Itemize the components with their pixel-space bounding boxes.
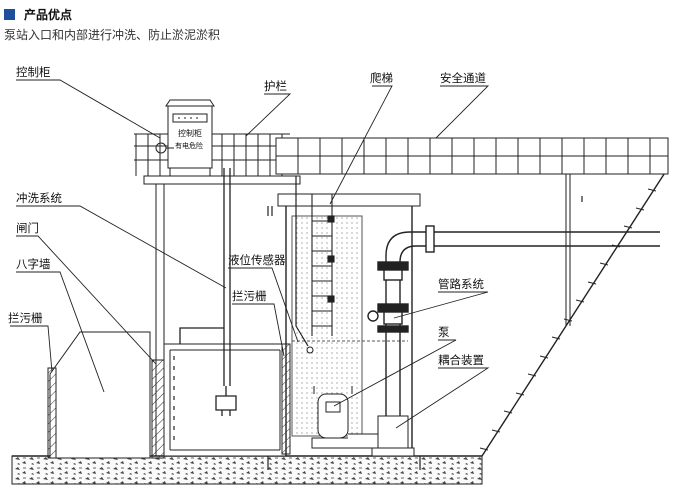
header-square-icon xyxy=(4,8,15,20)
wing-wall xyxy=(49,331,151,459)
flushing-pipe xyxy=(179,168,237,416)
trash-rack-mid-shape xyxy=(281,343,291,455)
section-title: 产品优点 xyxy=(24,7,73,22)
label-trash-rack-mid: 拦污栅 xyxy=(232,289,267,303)
trash-rack-left-shape xyxy=(47,367,57,459)
pump-station-diagram: 控制柜 有电危险 控制柜 护栏 爬梯 安全通道 冲洗系统 闸门 八字墙 拦污栅 … xyxy=(8,65,669,485)
section-header: 产品优点 xyxy=(4,6,72,22)
label-safety-passage: 安全通道 xyxy=(440,71,486,85)
label-ladder: 爬梯 xyxy=(370,71,393,85)
label-coupling-device: 耦合装置 xyxy=(438,353,484,367)
pump-shape xyxy=(311,386,381,449)
cabinet-text-line1: 控制柜 xyxy=(178,128,202,138)
label-pipe-system: 管路系统 xyxy=(438,277,484,291)
label-level-sensor: 液位传感器 xyxy=(228,253,286,267)
label-control-cabinet: 控制柜 xyxy=(16,65,51,79)
section-subtitle: 泵站入口和内部进行冲洗、防止淤泥淤积 xyxy=(4,28,221,42)
coupling-device-shape xyxy=(371,415,415,457)
label-wing-wall: 八字墙 xyxy=(16,257,51,271)
safety-passage-shape xyxy=(275,137,669,326)
ground-base xyxy=(11,455,483,485)
control-cabinet-shape xyxy=(155,99,215,177)
platform xyxy=(143,175,301,456)
pipe-system-shape xyxy=(367,225,660,416)
level-sensor-cable xyxy=(295,176,309,347)
label-pump: 泵 xyxy=(438,325,450,339)
embankment xyxy=(479,167,669,457)
gate-shape xyxy=(151,359,165,459)
label-trash-rack-left: 拦污栅 xyxy=(8,311,43,325)
ladder-shape xyxy=(311,194,335,336)
cabinet-text-line2: 有电危险 xyxy=(175,141,203,150)
label-guardrail: 护栏 xyxy=(264,79,287,93)
label-flushing-system: 冲洗系统 xyxy=(16,191,62,205)
label-gate: 闸门 xyxy=(16,221,39,235)
